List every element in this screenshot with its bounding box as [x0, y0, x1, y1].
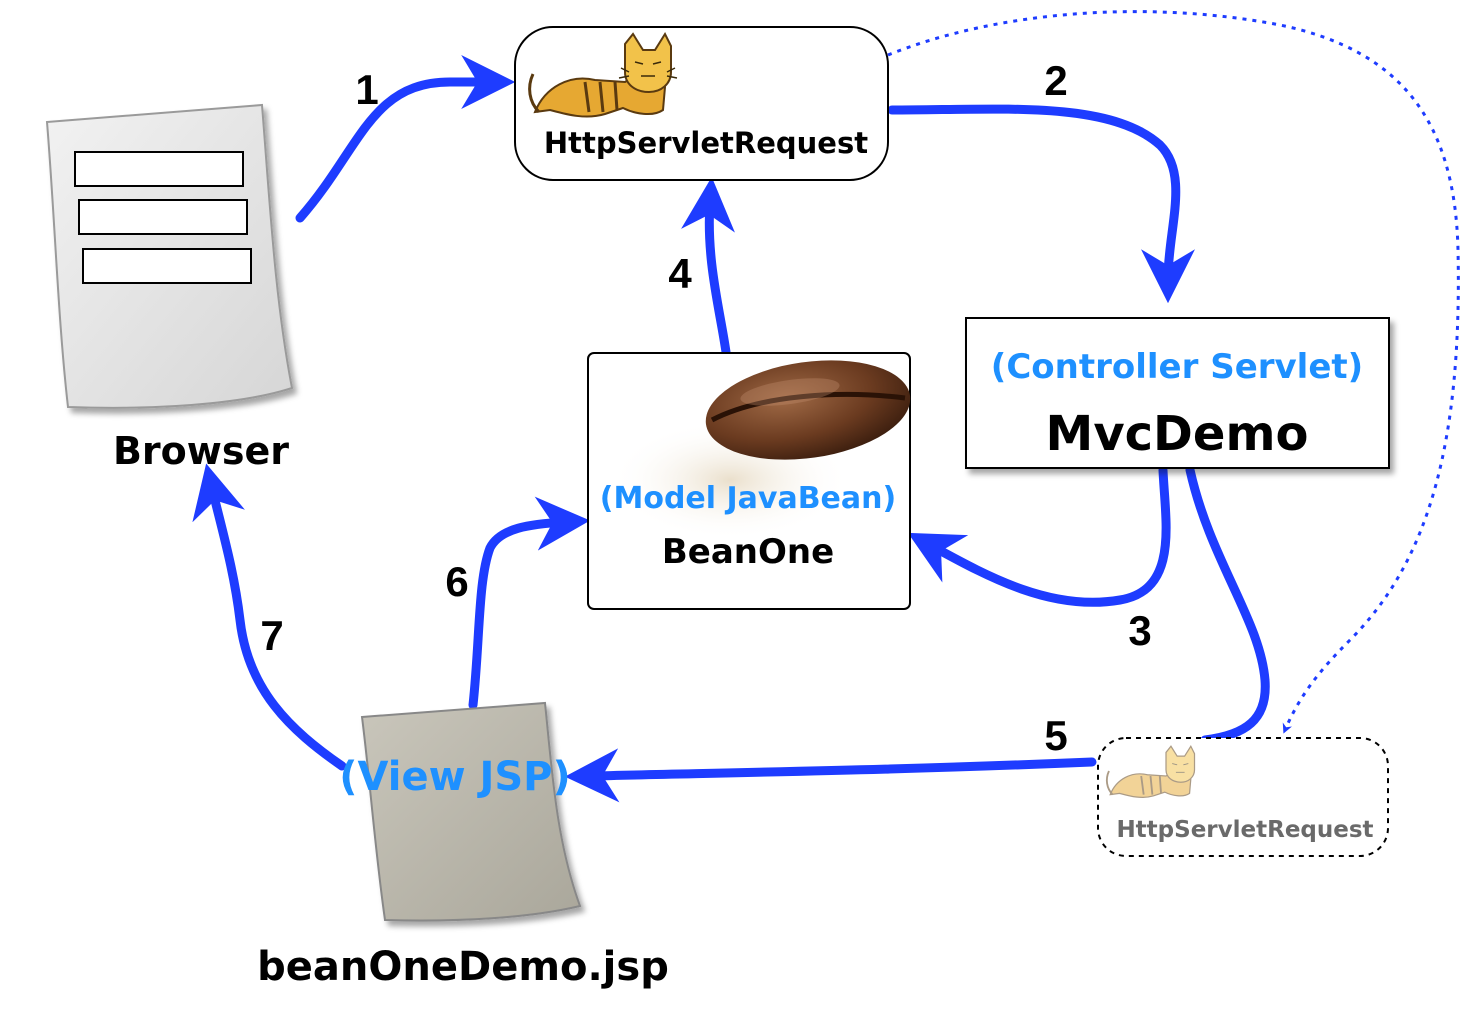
- arrow-step-7: [192, 463, 347, 771]
- arrow-step-5-from-controller: [1185, 465, 1270, 745]
- request-node-bottom: HttpServletRequest: [1097, 737, 1389, 857]
- step-number-2: 2: [1044, 57, 1067, 104]
- arrow-step-3: [907, 465, 1171, 607]
- tomcat-icon: [1105, 744, 1196, 798]
- form-field-1: [74, 151, 244, 187]
- document-icon: [360, 701, 582, 922]
- view-role-label: (View JSP): [339, 754, 571, 800]
- model-node: (Model JavaBean) BeanOne: [587, 352, 911, 610]
- arrow-step-4: [681, 176, 735, 357]
- step-number-4: 4: [668, 250, 692, 297]
- browser-label: Browser: [113, 429, 289, 473]
- view-node: (View JSP) beanOneDemo.jsp: [257, 701, 669, 990]
- controller-name-label: MvcDemo: [1046, 406, 1309, 462]
- step-number-5: 5: [1044, 712, 1067, 759]
- arrow-step-1: [295, 55, 516, 223]
- dotted-request-forward-arrow: [887, 10, 1460, 734]
- controller-role-label: (Controller Servlet): [991, 347, 1363, 387]
- form-field-2: [78, 199, 248, 235]
- form-field-3: [82, 248, 252, 284]
- browser-node: Browser: [45, 103, 294, 473]
- arrow-step-2: [887, 104, 1196, 304]
- controller-box: [965, 317, 1390, 469]
- arrow-step-5: [564, 748, 1097, 803]
- request-box-top: [514, 26, 889, 181]
- arrow-step-6: [468, 496, 591, 710]
- model-role-label: (Model JavaBean): [600, 481, 896, 516]
- model-name-label: BeanOne: [662, 532, 834, 572]
- request-label-top: HttpServletRequest: [544, 126, 868, 160]
- request-node-top: HttpServletRequest: [514, 26, 889, 181]
- tomcat-icon: [528, 31, 678, 118]
- step-numbers: 1 2 3 4 5 6 7: [260, 57, 1151, 759]
- step-number-3: 3: [1128, 607, 1151, 654]
- request-label-bottom: HttpServletRequest: [1116, 817, 1373, 843]
- step-number-6: 6: [445, 558, 468, 605]
- step-number-1: 1: [355, 66, 378, 113]
- controller-node: (Controller Servlet) MvcDemo: [965, 317, 1390, 469]
- step-number-7: 7: [260, 612, 283, 659]
- flow-arrows: [192, 55, 1270, 803]
- view-file-label: beanOneDemo.jsp: [257, 944, 669, 990]
- coffee-bean-icon: [705, 360, 911, 460]
